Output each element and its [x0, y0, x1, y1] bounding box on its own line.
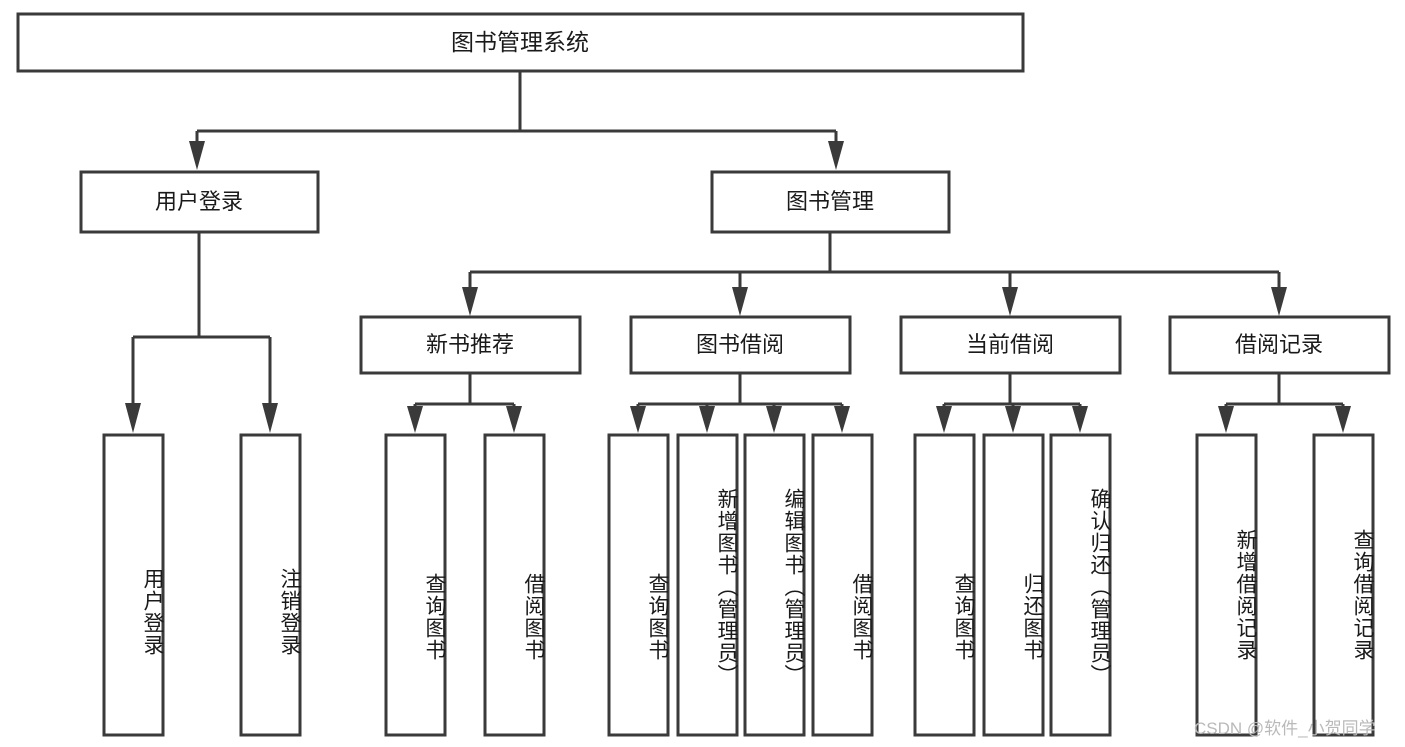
edge-current-borrow-bus	[942, 373, 1082, 410]
arrow-root-to-user-login	[189, 141, 205, 170]
arrow-user-login-leaf-2	[262, 403, 278, 433]
edge-borrow-record-bus	[1224, 373, 1345, 410]
leaf-box-user-login-1[interactable]	[102, 433, 165, 737]
arrow-borrow-record-leaf-1	[1218, 406, 1234, 433]
node-current-borrow-box[interactable]	[899, 315, 1122, 375]
arrow-current-borrow-leaf-3	[1072, 406, 1088, 433]
arrow-book-manage-to-borrow-record	[1271, 287, 1287, 316]
arrow-new-book-leaf-1	[407, 406, 423, 433]
leaf-box-book-borrow-1[interactable]	[607, 433, 670, 737]
leaf-box-book-borrow-3[interactable]	[743, 433, 806, 737]
node-new-book-recommend-label: 新书推荐	[426, 332, 514, 357]
arrow-book-manage-to-new-book	[462, 287, 478, 316]
arrow-current-borrow-leaf-2	[1005, 406, 1021, 433]
arrow-book-borrow-leaf-3	[766, 406, 782, 433]
leaf-box-new-book-2[interactable]	[483, 433, 546, 737]
leaf-box-book-borrow-2[interactable]	[676, 433, 739, 737]
node-borrow-record-label: 借阅记录	[1235, 332, 1323, 357]
arrow-book-manage-to-current-borrow	[1002, 287, 1018, 316]
arrow-book-borrow-leaf-4	[834, 406, 850, 433]
arrow-book-manage-to-book-borrow	[732, 287, 748, 316]
edge-book-borrow-bus	[636, 373, 844, 410]
watermark-text: CSDN @软件_小贺同学	[1194, 719, 1376, 738]
leaf-box-borrow-record-1[interactable]	[1195, 433, 1258, 737]
node-book-manage-label: 图书管理	[786, 189, 874, 214]
leaf-box-current-borrow-2[interactable]	[982, 433, 1045, 737]
leaf-box-new-book-1[interactable]	[384, 433, 447, 737]
edge-new-book-recommend-bus	[413, 373, 516, 410]
node-user-login-label: 用户登录	[155, 189, 243, 214]
arrow-book-borrow-leaf-1	[630, 406, 646, 433]
edge-root-bus	[195, 71, 838, 141]
leaf-box-current-borrow-3[interactable]	[1049, 433, 1112, 737]
node-root-label: 图书管理系统	[451, 29, 589, 55]
arrow-new-book-leaf-2	[506, 406, 522, 433]
arrow-book-borrow-leaf-2	[699, 406, 715, 433]
edge-user-login-bus	[131, 232, 272, 403]
node-root-box[interactable]	[16, 12, 1025, 73]
edge-book-manage-bus	[468, 232, 1281, 287]
leaf-box-borrow-record-2[interactable]	[1312, 433, 1375, 737]
node-user-login-box[interactable]	[79, 170, 320, 234]
arrow-user-login-leaf-1	[125, 403, 141, 433]
leaf-box-user-login-2[interactable]	[239, 433, 302, 737]
arrow-borrow-record-leaf-2	[1335, 406, 1351, 433]
leaf-box-book-borrow-4[interactable]	[811, 433, 874, 737]
arrow-root-to-book-manage	[828, 141, 844, 170]
node-new-book-recommend-box[interactable]	[359, 315, 582, 375]
arrow-current-borrow-leaf-1	[936, 406, 952, 433]
leaf-box-current-borrow-1[interactable]	[913, 433, 976, 737]
node-book-borrow-label: 图书借阅	[696, 332, 784, 357]
node-current-borrow-label: 当前借阅	[966, 332, 1054, 357]
